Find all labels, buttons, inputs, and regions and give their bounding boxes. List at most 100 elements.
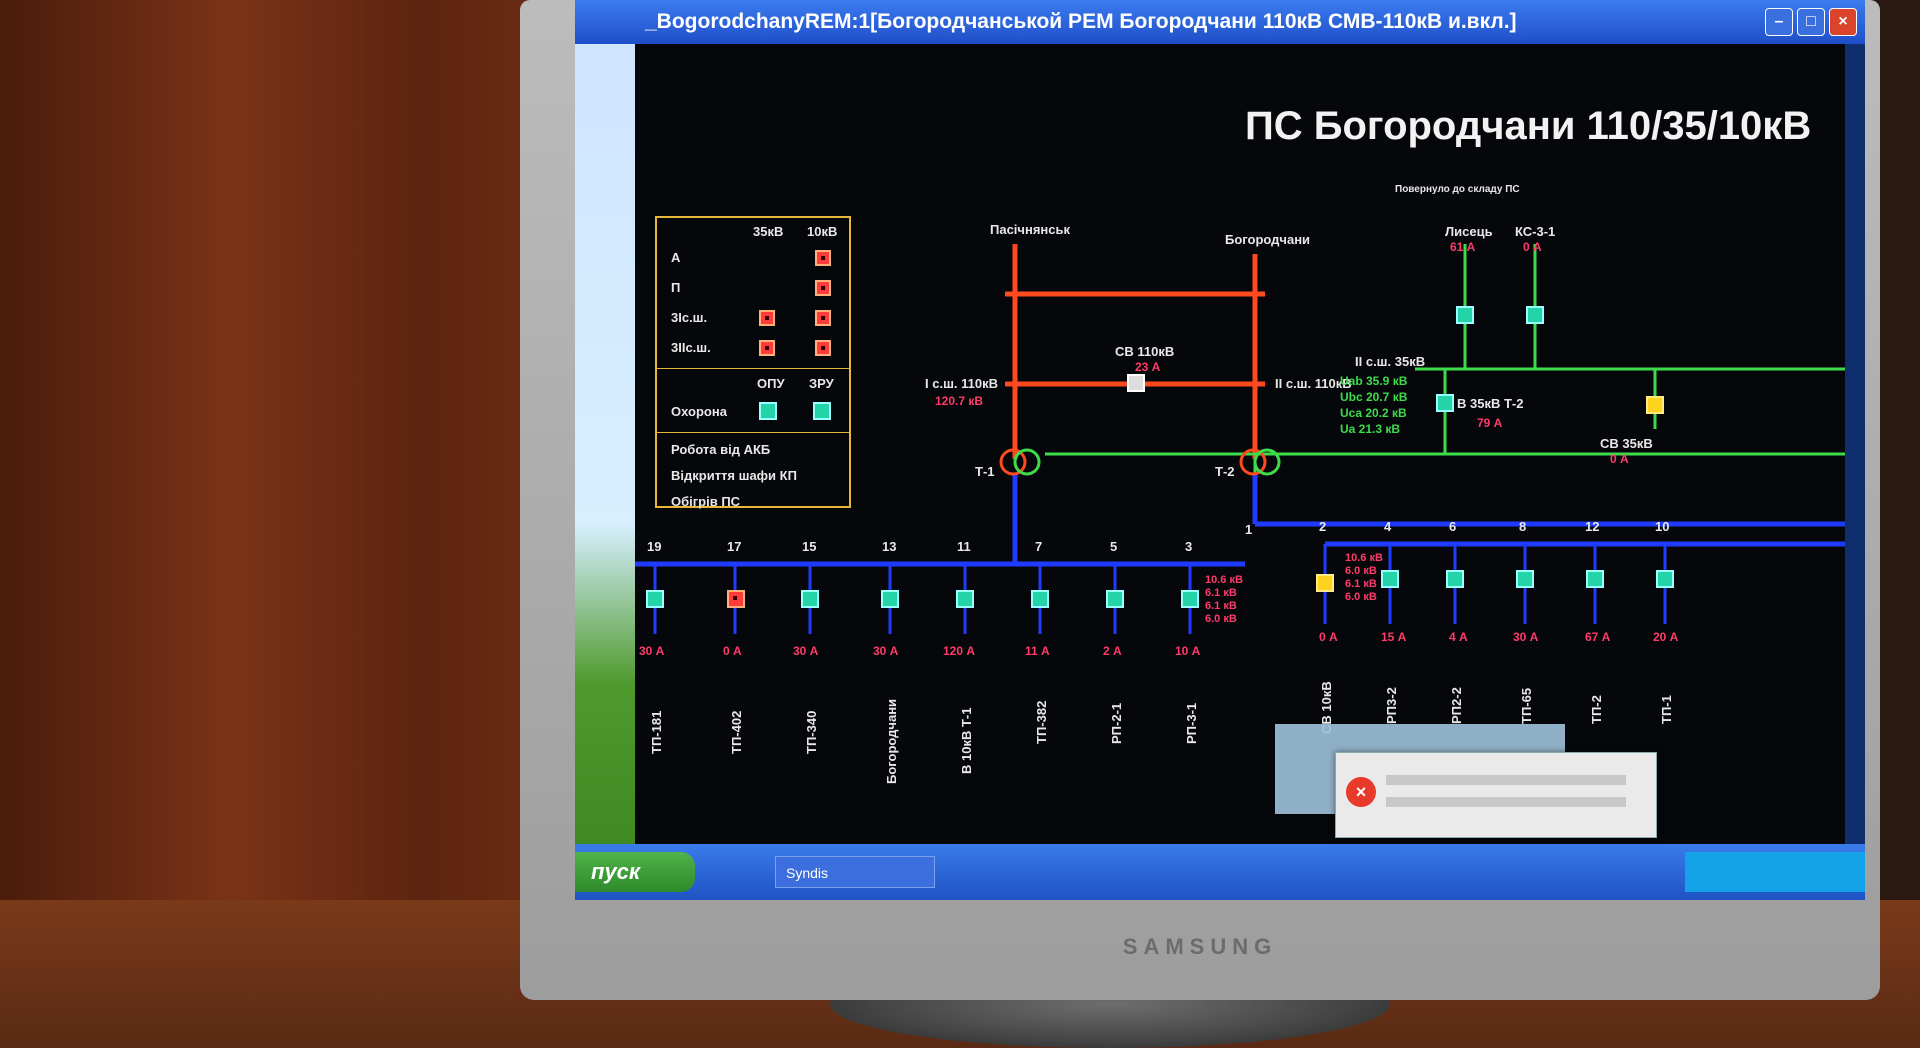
bus35-uab: Uab 35.9 кВ <box>1340 374 1408 388</box>
start-button[interactable]: пуск <box>575 852 695 892</box>
legend-battery: Робота від АКБ <box>671 442 771 457</box>
alarm-indicator[interactable] <box>815 310 831 326</box>
feeder-name: ТП-402 <box>729 710 744 754</box>
feeder-current: 30 А <box>873 644 899 658</box>
feeder-current: 10 А <box>1175 644 1201 658</box>
feeder-switch[interactable] <box>1381 570 1399 588</box>
guard-opu-indicator[interactable] <box>759 402 777 420</box>
guard-zru-indicator[interactable] <box>813 402 831 420</box>
feeder-switch[interactable] <box>1586 570 1604 588</box>
sv35-switch[interactable] <box>1646 396 1664 414</box>
feeder-name: ТП-181 <box>649 710 664 754</box>
sv35-value: 0 А <box>1610 452 1629 466</box>
line-110-left-label: Пасічнянськ <box>990 222 1070 237</box>
switch-35kv-t2[interactable] <box>1436 394 1454 412</box>
feeder-number: 15 <box>802 539 817 554</box>
switch-35kv-t2-label: В 35кВ Т-2 <box>1457 396 1524 411</box>
bus10-right-voltage: 6.0 кВ <box>1345 591 1377 603</box>
feeder-name: ТП-1 <box>1659 695 1674 724</box>
legend-col-35kv: 35кВ <box>753 224 784 239</box>
bus35-ua: Ua 21.3 кВ <box>1340 422 1401 436</box>
feeder-switch[interactable] <box>1446 570 1464 588</box>
feeder35-2-value: 0 А <box>1523 240 1542 254</box>
feeder-name: ТП-340 <box>804 710 819 754</box>
feeder-switch[interactable] <box>956 590 974 608</box>
alarm-indicator[interactable] <box>815 250 831 266</box>
window-titlebar[interactable]: _BogorodchanyREM:1[Богородчанськой РЕМ Б… <box>575 0 1865 44</box>
alarm-indicator[interactable] <box>759 340 775 356</box>
feeder-number: 1 <box>1245 522 1253 537</box>
sv35-label: СВ 35кВ <box>1600 436 1653 451</box>
feeder-name: РП-2-1 <box>1109 702 1124 744</box>
taskbar-item[interactable]: Syndis <box>775 856 935 888</box>
bus10-left-voltage: 6.1 кВ <box>1205 600 1237 612</box>
legend-col-zru: ЗРУ <box>809 376 834 391</box>
maximize-icon[interactable]: □ <box>1797 8 1825 36</box>
close-icon[interactable]: × <box>1829 8 1857 36</box>
feeder-number: 19 <box>647 539 662 554</box>
feeder-switch[interactable] <box>646 590 664 608</box>
feeder-switch[interactable] <box>1031 590 1049 608</box>
feeder35-1-switch[interactable] <box>1456 306 1474 324</box>
cb110-switch[interactable] <box>1127 374 1145 392</box>
feeder35-1-name: Лисець <box>1445 224 1493 239</box>
feeder-switch[interactable] <box>881 590 899 608</box>
bus10-right-voltage: 6.0 кВ <box>1345 565 1377 577</box>
feeder-name: РП3-2 <box>1384 687 1399 724</box>
transformer-t1-label: Т-1 <box>975 464 995 479</box>
bus110-right-label: ІІ с.ш. 110кВ <box>1275 376 1352 391</box>
feeder-switch[interactable] <box>801 590 819 608</box>
legend-heating: Обігрів ПС <box>671 494 741 509</box>
alarm-indicator[interactable] <box>815 280 831 296</box>
feeder-number: 5 <box>1110 539 1118 554</box>
feeder-switch[interactable] <box>1181 590 1199 608</box>
bus35-header: Повернуло до складу ПС <box>1395 184 1520 195</box>
alarm-indicator[interactable] <box>759 310 775 326</box>
feeder-number: 4 <box>1384 519 1392 534</box>
feeder-current: 67 А <box>1585 630 1611 644</box>
feeder-current: 30 А <box>639 644 665 658</box>
feeder-current: 0 А <box>723 644 742 658</box>
bus10-left-voltage: 6.0 кВ <box>1205 613 1237 625</box>
feeder-switch[interactable] <box>1316 574 1334 592</box>
substation-title: ПС Богородчани 110/35/10кВ <box>1245 104 1812 148</box>
error-text-placeholder <box>1386 797 1626 807</box>
feeder-current: 11 А <box>1025 644 1050 658</box>
error-notification[interactable]: × <box>1335 752 1657 838</box>
bus10-right-voltage: 10.6 кВ <box>1345 552 1383 564</box>
bus10-left-voltage: 6.1 кВ <box>1205 587 1237 599</box>
feeder-current: 2 А <box>1103 644 1122 658</box>
feeder-switch[interactable] <box>1656 570 1674 588</box>
feeder-number: 3 <box>1185 539 1193 554</box>
feeder-switch[interactable] <box>1106 590 1124 608</box>
feeder-number: 8 <box>1519 519 1527 534</box>
legend-row-p: П <box>671 280 681 295</box>
feeder-switch[interactable] <box>1516 570 1534 588</box>
feeder-number: 13 <box>882 539 897 554</box>
feeder-current: 4 А <box>1449 630 1468 644</box>
feeder35-2-switch[interactable] <box>1526 306 1544 324</box>
switch-35kv-t2-value: 79 А <box>1477 416 1503 430</box>
feeder35-1-value: 61 А <box>1450 240 1476 254</box>
bus10-right-voltage: 6.1 кВ <box>1345 578 1377 590</box>
system-tray[interactable] <box>1685 852 1865 892</box>
legend-row-3ii: 3ІІс.ш. <box>671 340 711 355</box>
feeder-switch[interactable] <box>727 590 745 608</box>
bus35-uca: Uca 20.2 кВ <box>1340 406 1407 420</box>
feeder-current: 20 А <box>1653 630 1679 644</box>
error-icon: × <box>1346 777 1376 807</box>
minimize-icon[interactable]: – <box>1765 8 1793 36</box>
scada-canvas: ПС Богородчани 110/35/10кВ 35кВ 10кВ А П… <box>635 44 1845 844</box>
feeder-current: 30 А <box>1513 630 1539 644</box>
feeder-name: ТП-2 <box>1589 695 1604 724</box>
screen: _BogorodchanyREM:1[Богородчанськой РЕМ Б… <box>575 0 1865 900</box>
legend-row-3i: 3Іс.ш. <box>671 310 708 325</box>
legend-cabinet: Відкриття шафи КП <box>671 468 797 483</box>
feeder-name: В 10кВ Т-1 <box>959 707 974 774</box>
taskbar: пуск Syndis <box>575 844 1865 900</box>
feeder-current: 15 А <box>1381 630 1407 644</box>
desktop-wallpaper <box>575 44 635 844</box>
feeder-number: 11 <box>957 539 971 554</box>
alarm-indicator[interactable] <box>815 340 831 356</box>
bus35-label: ІІ с.ш. 35кВ <box>1355 354 1426 369</box>
